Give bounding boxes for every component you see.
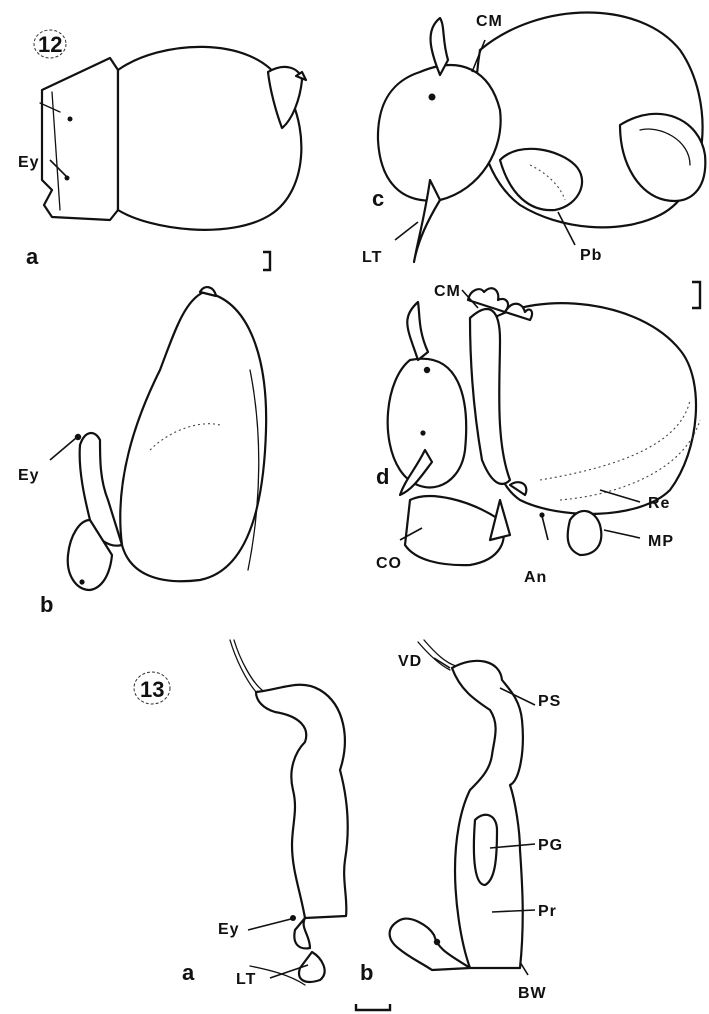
label-12d-co: CO [376, 555, 402, 572]
label-13a-ey: Ey [218, 921, 240, 938]
label-12c-lt: LT [362, 249, 382, 266]
label-12d-re: Re [648, 495, 670, 512]
panel-12c-letter: c [372, 186, 384, 211]
label-13b-bw: BW [518, 985, 547, 1002]
label-12b-ey: Ey [18, 467, 40, 484]
label-13b-ps: PS [538, 693, 561, 710]
panel-13b-drawing [390, 640, 535, 975]
label-12d-mp: MP [648, 533, 674, 550]
panel-13a-drawing [230, 640, 348, 985]
label-12a-ey: Ey [18, 154, 40, 171]
scale-bar-13 [356, 1004, 390, 1010]
label-12d-cm: CM [434, 283, 461, 300]
scale-bar-12a [263, 252, 270, 270]
label-12c-cm: CM [476, 13, 503, 30]
label-13b-pg: PG [538, 837, 563, 854]
panel-12b-drawing [50, 287, 266, 590]
label-13b-pr: Pr [538, 903, 557, 920]
panel-12a-drawing [40, 47, 306, 230]
panel-12d-letter: d [376, 464, 389, 489]
label-12c-pb: Pb [580, 247, 602, 264]
panel-13a-letter: a [182, 960, 195, 985]
figure-13: 13 Ey LT a VD P [134, 640, 563, 1010]
panel-12c-drawing [378, 13, 705, 263]
panel-12b-letter: b [40, 592, 53, 617]
figure-number: 12 [38, 32, 62, 57]
panel-12a-letter: a [26, 244, 39, 269]
panel-13b-letter: b [360, 960, 373, 985]
label-12d-an: An [524, 569, 547, 586]
figure-number: 13 [140, 677, 164, 702]
panel-12d-drawing [388, 288, 700, 565]
label-13a-lt: LT [236, 971, 256, 988]
label-13b-vd: VD [398, 653, 422, 670]
scale-bar-12c [692, 282, 700, 308]
figure-12: 12 Ey a Ey b [18, 13, 705, 618]
